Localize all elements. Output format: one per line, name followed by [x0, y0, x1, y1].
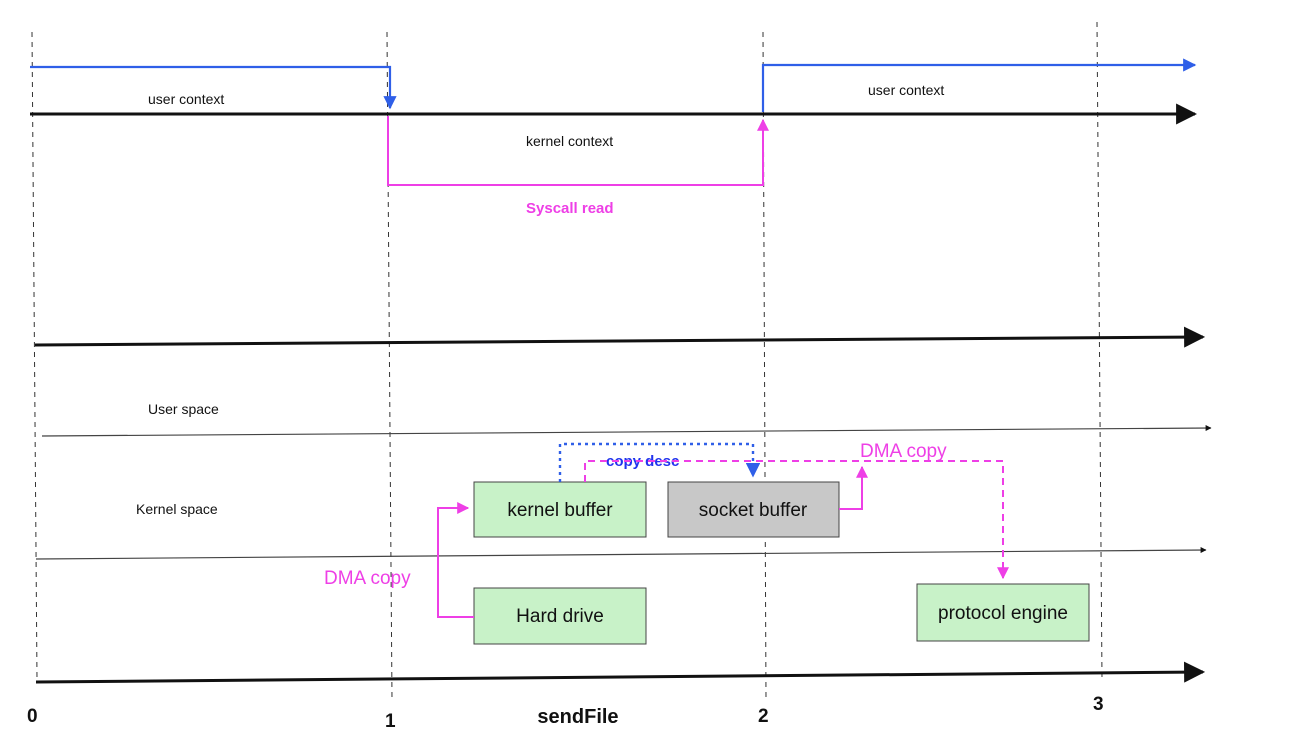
user-space-label: User space	[148, 401, 219, 417]
hard-drive-label: Hard drive	[516, 606, 604, 627]
kernel-space-label: Kernel space	[136, 501, 218, 517]
hard-drive-box: Hard drive	[473, 587, 647, 645]
tick-label-3: 3	[1093, 694, 1104, 715]
protocol-engine-box: protocol engine	[916, 583, 1090, 642]
time-marker-3	[1096, 21, 1103, 681]
time-axis	[35, 661, 1206, 684]
protocol-engine-label: protocol engine	[938, 603, 1068, 624]
user-context-line-left	[30, 65, 397, 110]
time-marker-0	[31, 31, 38, 681]
dma-copy-left-arrow	[437, 502, 474, 618]
socket-buffer-box: socket buffer	[667, 481, 840, 538]
axis-title: sendFile	[537, 706, 618, 728]
upper-space-axis	[34, 326, 1206, 348]
tick-label-0: 0	[27, 706, 38, 727]
dma-copy-right-arrow	[839, 465, 868, 510]
user-context-label-left: user context	[148, 91, 224, 107]
tick-label-2: 2	[758, 706, 769, 727]
copy-desc-arrow	[558, 442, 761, 482]
user-space-boundary	[41, 425, 1212, 437]
tick-label-1: 1	[385, 711, 396, 732]
user-context-line-right	[761, 58, 1197, 112]
syscall-path	[387, 116, 769, 186]
user-context-label-right: user context	[868, 82, 944, 98]
socket-buffer-label: socket buffer	[699, 500, 808, 521]
syscall-read-label: Syscall read	[526, 200, 614, 217]
kernel-context-label: kernel context	[526, 133, 613, 149]
dma-copy-right-label: DMA copy	[860, 441, 947, 462]
kernel-buffer-box: kernel buffer	[473, 481, 647, 538]
dma-copy-left-label: DMA copy	[324, 568, 411, 589]
dma-copy-dashed-path	[584, 460, 1009, 580]
kernel-buffer-label: kernel buffer	[507, 500, 613, 521]
kernel-space-boundary	[35, 547, 1207, 560]
